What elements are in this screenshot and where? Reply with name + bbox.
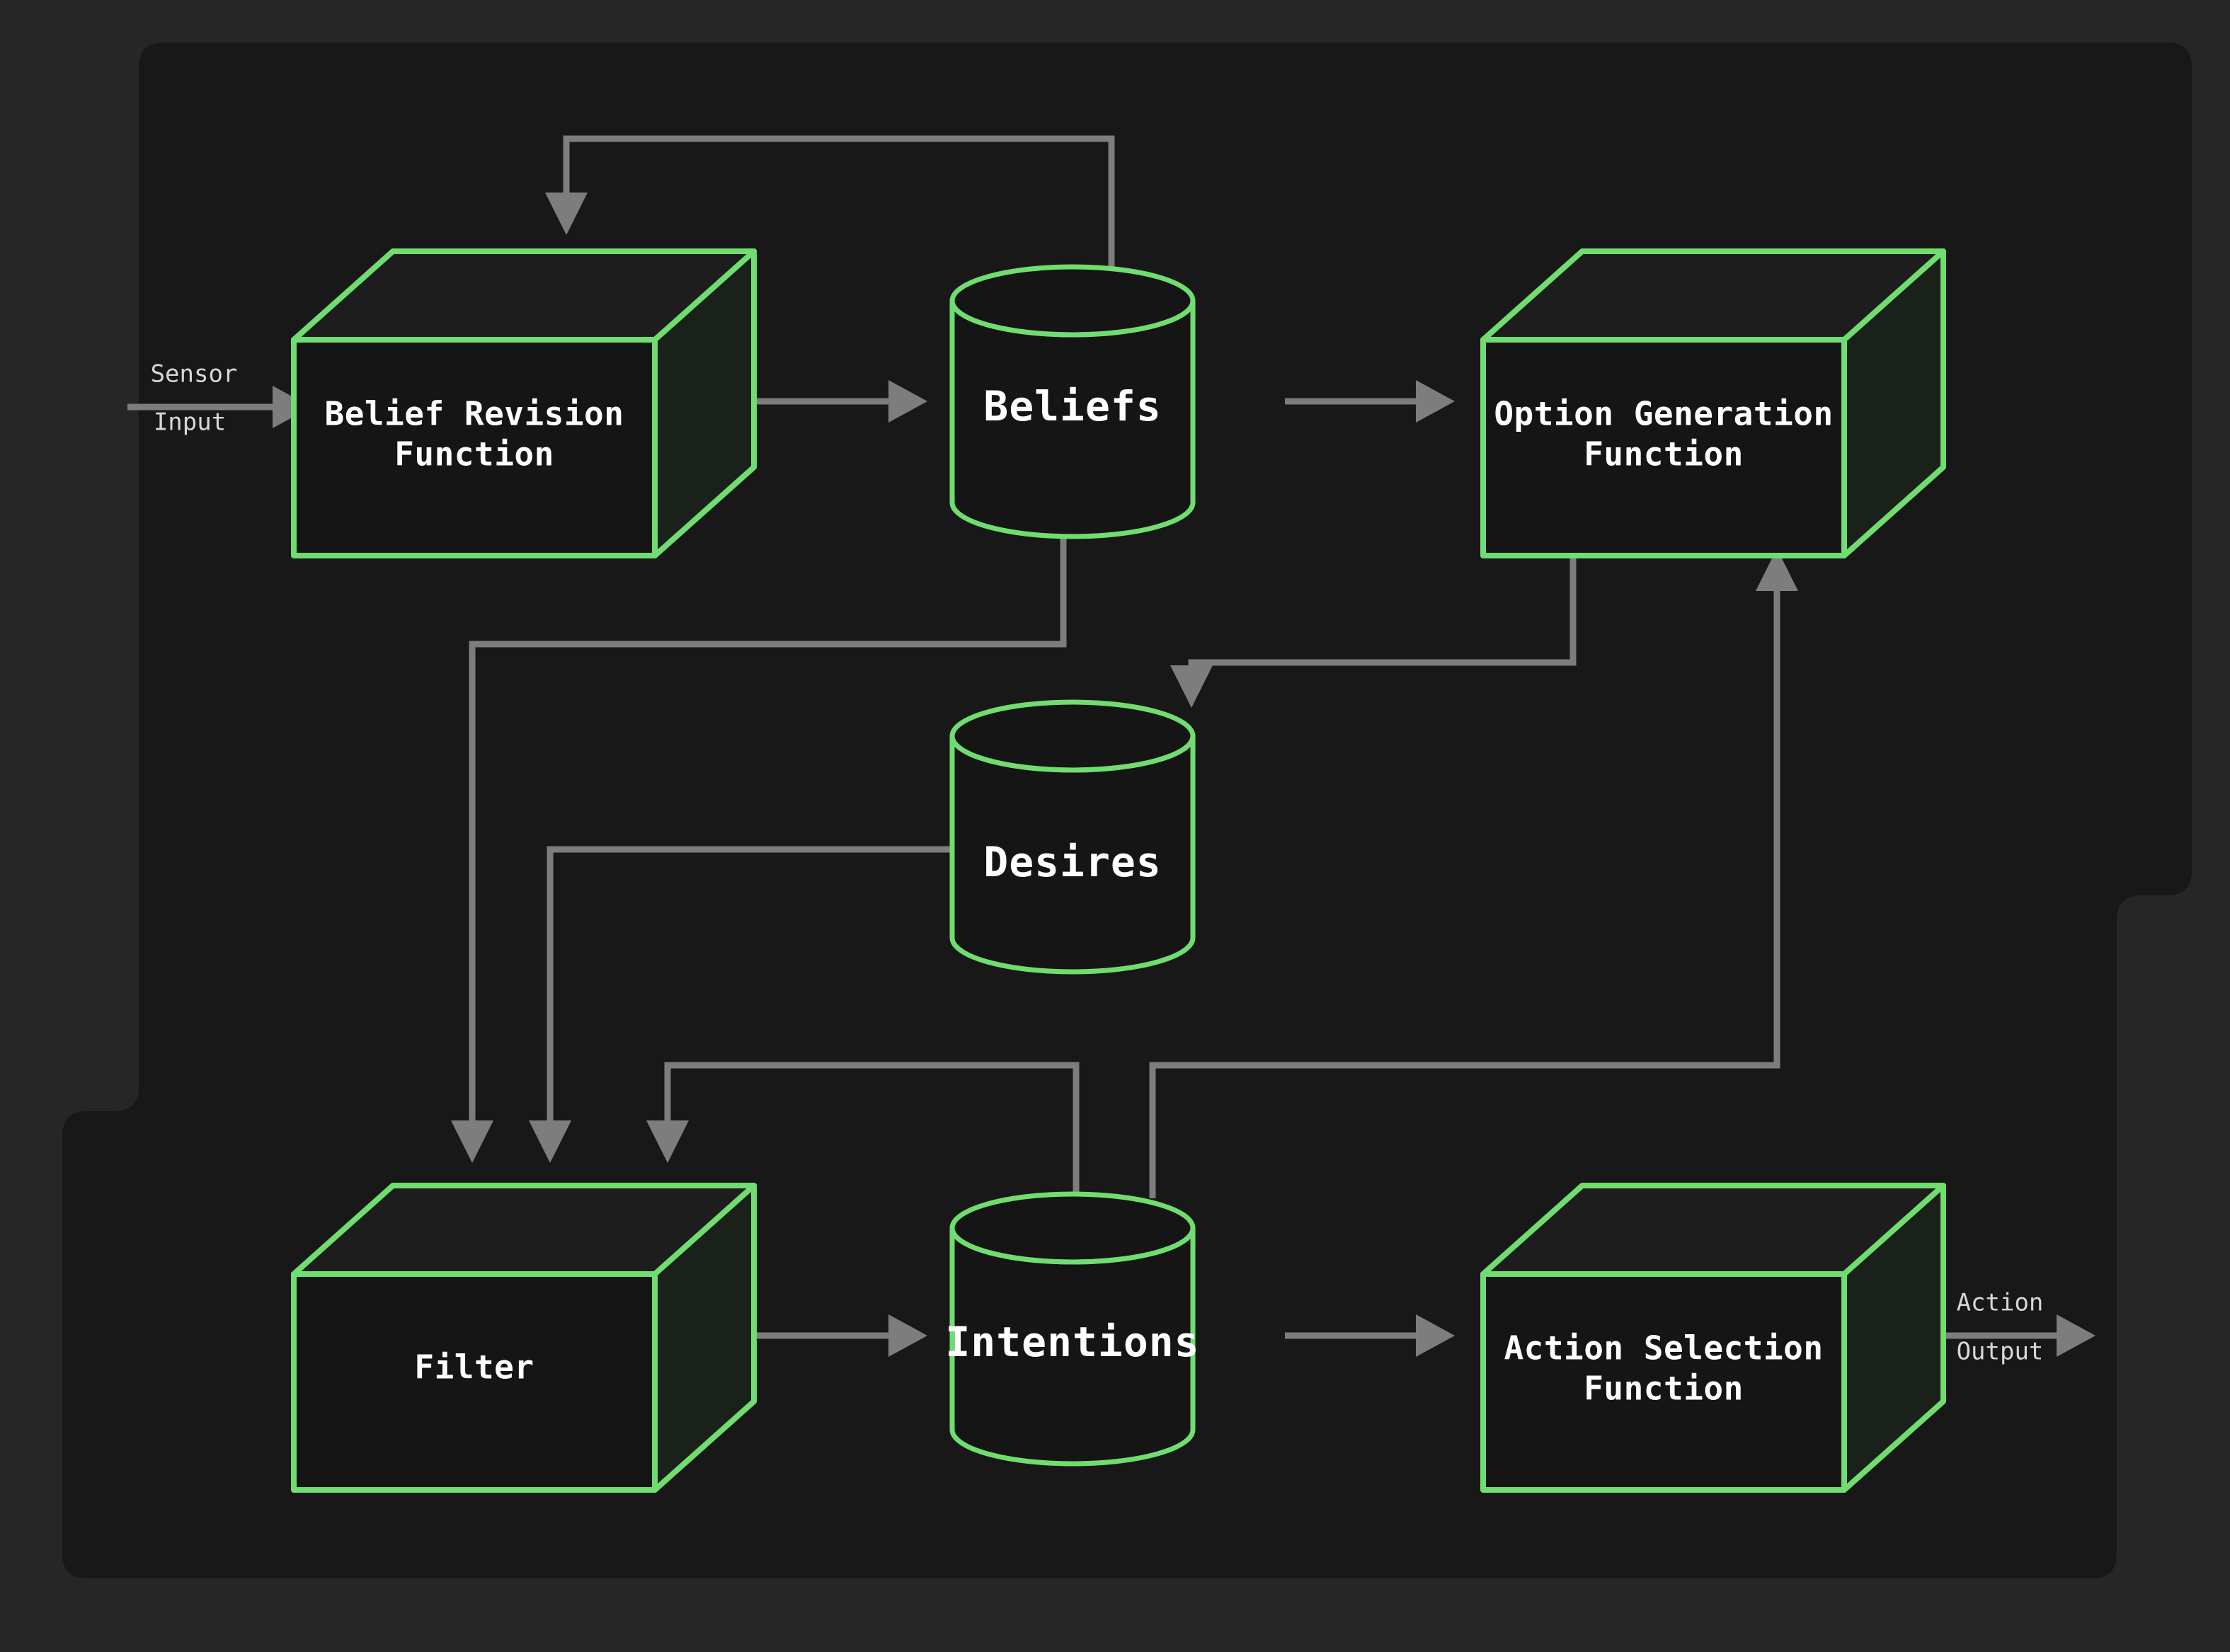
node-intentions[interactable]: Intentions (945, 1191, 1199, 1467)
belief-revision-label-line2: Function (394, 435, 554, 474)
connector-layer (127, 135, 2095, 1357)
desires-label: Desires (983, 838, 1161, 886)
node-beliefs[interactable]: Beliefs (949, 264, 1196, 539)
edge-belief-revision-to-beliefs (754, 380, 927, 423)
edge-beliefs-to-belief-revision-feedback (545, 135, 1115, 277)
option-generation-label-line2: Function (1584, 435, 1744, 474)
edge-beliefs-to-filter (451, 534, 1067, 1163)
edge-intentions-to-action-selection (1285, 1314, 1455, 1357)
belief-revision-label-line1: Belief Revision (325, 395, 624, 433)
node-filter[interactable]: Filter (291, 1183, 757, 1493)
edge-beliefs-to-option-generation (1285, 380, 1455, 423)
action-output-line2: Output (1957, 1338, 2044, 1366)
edge-filter-to-intentions (754, 1314, 927, 1357)
edge-intentions-to-filter (646, 1062, 1080, 1198)
intentions-label: Intentions (945, 1318, 1199, 1366)
node-desires[interactable]: Desires (949, 699, 1196, 975)
io-label-action-output: Action Output (1957, 1289, 2044, 1366)
edge-desires-to-filter (529, 846, 956, 1163)
option-generation-label-line1: Option Generation (1494, 395, 1833, 433)
edge-option-generation-to-desires (1170, 549, 1577, 708)
node-belief-revision-function[interactable]: Belief Revision Function (291, 248, 757, 558)
sensor-input-line1: Sensor (151, 360, 238, 389)
edge-intentions-to-option-generation (1149, 549, 1798, 1198)
io-label-sensor-input: Sensor Input (151, 360, 238, 437)
sensor-input-line2: Input (154, 408, 226, 437)
node-option-generation-function[interactable]: Option Generation Function (1480, 248, 1946, 558)
beliefs-label: Beliefs (983, 382, 1161, 430)
action-selection-label-line1: Action Selection (1504, 1329, 1823, 1367)
action-selection-label-line2: Function (1584, 1370, 1744, 1408)
node-action-selection-function[interactable]: Action Selection Function (1480, 1183, 1946, 1493)
filter-label: Filter (414, 1348, 534, 1387)
action-output-line1: Action (1957, 1289, 2044, 1317)
edge-action-selection-to-action-output (1940, 1314, 2095, 1357)
